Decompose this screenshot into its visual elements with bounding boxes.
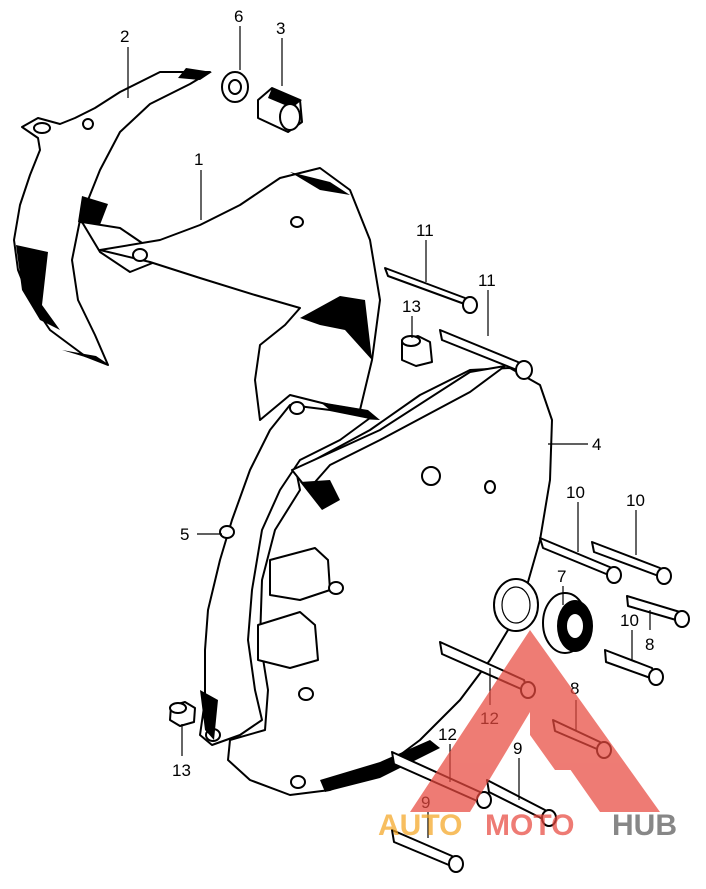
part-10-bolt-1 xyxy=(539,537,622,584)
part-13-dowel-upper xyxy=(401,335,433,367)
callout-4: 4 xyxy=(592,435,601,454)
part-9-bolt-lower xyxy=(391,829,464,873)
callout-7: 7 xyxy=(557,567,566,586)
callout-5: 5 xyxy=(180,525,189,544)
watermark-text-moto: MOTO xyxy=(485,809,574,842)
callout-3: 3 xyxy=(276,19,285,38)
callout-9-upper: 9 xyxy=(513,739,522,758)
callout-13-upper: 13 xyxy=(402,297,421,316)
part-2-chain-guard xyxy=(13,68,212,366)
watermark-text-hub: HUB xyxy=(612,809,677,842)
callout-10-left: 10 xyxy=(566,483,585,502)
callout-13-lower: 13 xyxy=(172,761,191,780)
part-9-bolt-upper xyxy=(486,779,557,827)
callout-8-upper: 8 xyxy=(645,635,654,654)
callout-1: 1 xyxy=(194,150,203,169)
part-4-cover xyxy=(227,365,553,796)
part-11-bolt-upper xyxy=(384,267,478,314)
callout-10-right: 10 xyxy=(626,491,645,510)
callout-11-lower: 11 xyxy=(478,271,496,290)
callout-8-lower: 8 xyxy=(570,679,579,698)
callout-12-lower: 12 xyxy=(438,725,457,744)
automotohub-watermark: AUTO MOTO HUB xyxy=(378,630,677,842)
part-5-gasket xyxy=(199,401,371,746)
part-13-dowel-lower xyxy=(169,701,196,727)
callout-11-upper: 11 xyxy=(416,221,434,240)
part-6-washer xyxy=(221,71,249,103)
part-3-collar xyxy=(257,87,303,133)
callout-2: 2 xyxy=(120,27,129,46)
callout-10-lower: 10 xyxy=(620,611,639,630)
part-10-bolt-3 xyxy=(604,649,664,686)
callout-6: 6 xyxy=(234,7,243,26)
part-1-shroud xyxy=(81,167,381,421)
part-11-bolt-lower xyxy=(439,329,533,380)
part-7-oil-seal xyxy=(542,592,593,654)
watermark-text-auto: AUTO xyxy=(378,809,462,842)
part-10-bolt-2 xyxy=(591,541,672,585)
part-8-bolt-upper xyxy=(626,595,690,628)
watermark-triangle-logo xyxy=(410,630,660,812)
